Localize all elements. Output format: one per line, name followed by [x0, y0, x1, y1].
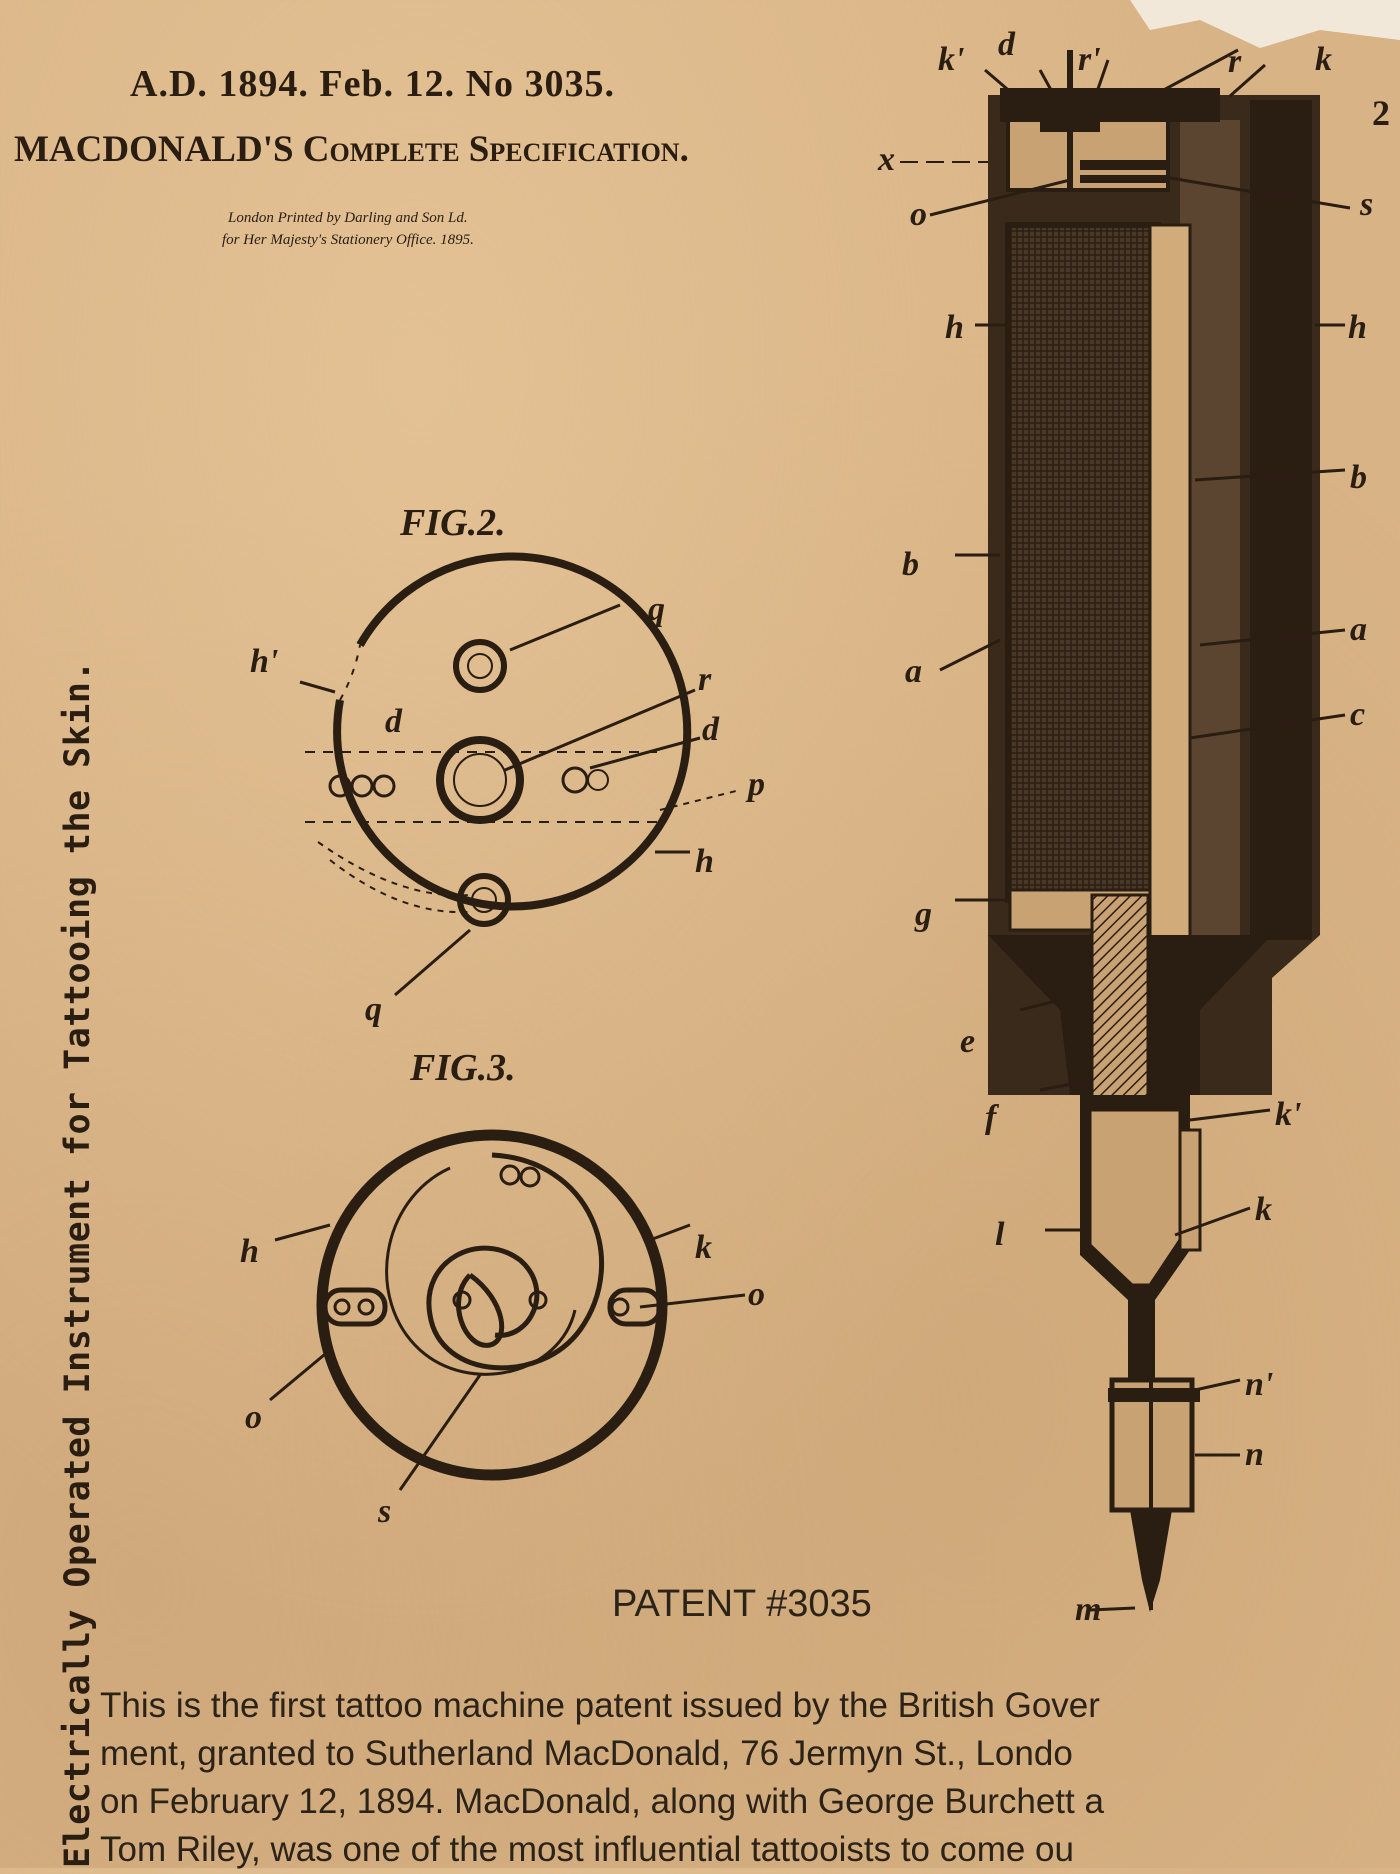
ref-label: k [695, 1229, 712, 1266]
ref-label: f [985, 1099, 1000, 1136]
caption-line: on February 12, 1894. MacDonald, along w… [100, 1782, 1104, 1821]
ref-label: d [998, 26, 1016, 63]
ref-label: q [365, 991, 382, 1028]
ref-label: k' [1275, 1096, 1301, 1133]
ref-label: b [902, 546, 919, 583]
caption-line: ment, granted to Sutherland MacDonald, 7… [100, 1734, 1073, 1773]
ref-label: r' [1078, 41, 1101, 78]
patent-header-specification: MACDONALD'S Complete Specification. [14, 129, 689, 170]
ref-label: h [945, 309, 964, 346]
ref-label: r [1228, 43, 1242, 80]
ref-label: d [702, 711, 720, 748]
ref-label: o [910, 196, 927, 233]
printer-credit-line-2: for Her Majesty's Stationery Office. 189… [222, 232, 474, 248]
ref-label: a [905, 653, 922, 690]
caption-line: This is the first tattoo machine patent … [100, 1686, 1100, 1725]
ref-label: k' [938, 41, 964, 78]
ref-label: n [1245, 1436, 1264, 1473]
fig1-machine-section [900, 50, 1320, 1612]
ref-label: o [245, 1399, 262, 1436]
ref-label: n' [1245, 1366, 1273, 1403]
caption-paragraph: This is the first tattoo machine patent … [100, 1682, 1400, 1874]
fig3-label: FIG.3. [409, 1047, 516, 1089]
ref-label: b [1350, 459, 1367, 496]
ref-label: l [995, 1216, 1005, 1253]
ref-label: o [748, 1276, 765, 1313]
ref-label: h [1348, 309, 1367, 346]
ref-label: h [695, 843, 714, 880]
ref-label: e [960, 1023, 975, 1060]
ref-label: a [1350, 611, 1367, 648]
ref-label: d [385, 703, 403, 740]
ref-label: s [1359, 186, 1373, 223]
ref-label: r [698, 661, 712, 698]
ref-label: p [745, 766, 765, 803]
patent-number-label: PATENT #3035 [612, 1583, 872, 1625]
torn-corner [1130, 0, 1400, 48]
caption-line: Tom Riley, was one of the most influenti… [100, 1830, 1074, 1869]
ref-label: m [1075, 1591, 1101, 1628]
fig1-leader-lines [929, 48, 1351, 1612]
ref-label: h' [250, 643, 278, 680]
ref-label: q [648, 591, 665, 628]
ref-label: g [914, 896, 932, 933]
ref-label: s [377, 1493, 391, 1530]
printer-credit-line-1: London Printed by Darling and Son Ld. [228, 210, 468, 226]
fig2-drawing [299, 552, 741, 997]
fig2-reference-letters: h' q r d d p h q [250, 591, 765, 1028]
fig3-reference-letters: h k o o s [240, 1229, 765, 1530]
fig2-label: FIG.2. [399, 502, 506, 544]
ref-label: h [240, 1233, 259, 1270]
ref-label: k [1255, 1191, 1272, 1228]
ref-label: c [1350, 696, 1365, 733]
fig1-reference-letters: k' d r' r k x o s h h b b a a c g e f k'… [877, 26, 1373, 1628]
patent-header-date-number: A.D. 1894. Feb. 12. No 3035. [130, 63, 616, 105]
ref-label: k [1315, 41, 1332, 78]
sheet-number: 2 [1372, 93, 1390, 133]
ref-label: x [877, 141, 895, 178]
fig3-drawing [269, 1129, 746, 1491]
